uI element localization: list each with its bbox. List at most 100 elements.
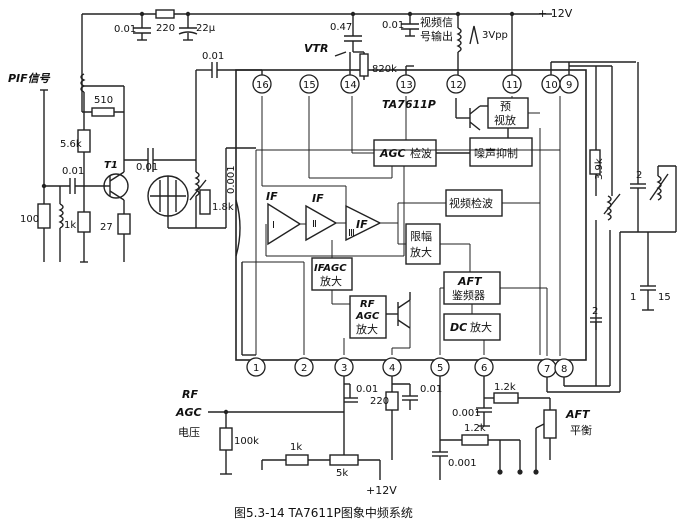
svg-text:12: 12 — [450, 80, 463, 91]
svg-text:16: 16 — [256, 80, 269, 91]
svg-text:15: 15 — [658, 292, 671, 303]
c-001-top-label: 0.01 — [114, 24, 136, 35]
svg-text:4: 4 — [389, 363, 395, 374]
svg-text:IF: IF — [312, 192, 324, 205]
svg-text:放大: 放大 — [320, 274, 342, 288]
svg-text:+12V: +12V — [366, 484, 397, 497]
block-aft: AFT 鉴频器 — [443, 271, 501, 305]
svg-text:2: 2 — [592, 306, 598, 317]
svg-text:1.2k: 1.2k — [494, 382, 516, 393]
pin-14: 14 — [340, 74, 360, 94]
block-pre-video-amp: 预 视放 — [455, 97, 529, 131]
svg-text:10: 10 — [545, 80, 558, 91]
svg-text:5: 5 — [437, 363, 443, 374]
svg-text:0.01: 0.01 — [382, 20, 404, 31]
svg-text:220: 220 — [370, 396, 389, 407]
svg-text:号输出: 号输出 — [420, 29, 453, 43]
svg-text:电压: 电压 — [178, 426, 200, 439]
pin-3: 3 — [334, 357, 354, 377]
svg-text:噪声抑制: 噪声抑制 — [474, 146, 518, 160]
aft-balance-circuit: 0.001 1.2k 1.2k 0.001 AFT 平衡 — [432, 376, 592, 480]
svg-text:平衡: 平衡 — [570, 424, 592, 437]
svg-text:0.01: 0.01 — [202, 51, 224, 62]
internal-wiring — [242, 96, 561, 356]
svg-text:IFAGC: IFAGC — [314, 263, 347, 274]
svg-text:视放: 视放 — [494, 113, 516, 127]
svg-text:510: 510 — [94, 95, 113, 106]
svg-text:0.001: 0.001 — [448, 458, 477, 469]
svg-text:9: 9 — [566, 80, 572, 91]
r-220-top-label: 220 — [156, 23, 175, 34]
svg-text:RF: RF — [182, 388, 198, 401]
svg-text:IF: IF — [356, 218, 368, 231]
supply-top-label: + 12V — [538, 7, 573, 20]
svg-text:1.8k: 1.8k — [212, 202, 234, 213]
svg-text:检波: 检波 — [410, 146, 432, 160]
pin-13: 13 — [396, 74, 416, 94]
ic-outline — [235, 69, 587, 361]
svg-text:1: 1 — [630, 292, 636, 303]
svg-text:AGC: AGC — [175, 406, 202, 419]
pin-8: 8 — [554, 358, 574, 378]
if-stage-1: IF Ⅰ — [266, 190, 302, 246]
svg-text:0.01: 0.01 — [356, 384, 378, 395]
if-stage-3: IF Ⅲ — [345, 204, 382, 242]
svg-text:AGC: AGC — [379, 147, 406, 160]
svg-text:RF: RF — [360, 299, 375, 310]
supply-rail-top: + 12V — [81, 7, 573, 112]
figure-caption: 图5.3-14 TA7611P图象中频系统 — [234, 505, 413, 520]
pin-6: 6 — [474, 357, 494, 377]
svg-text:3: 3 — [341, 363, 347, 374]
chip-name: TA7611P — [382, 98, 436, 111]
video-output: 0.01 视频信 号输出 3Vpp — [382, 14, 508, 75]
svg-text:限幅: 限幅 — [410, 230, 432, 243]
pin-2: 2 — [294, 357, 314, 377]
svg-text:0.01: 0.01 — [420, 384, 442, 395]
svg-text:AFT: AFT — [457, 275, 483, 288]
svg-text:Ⅲ: Ⅲ — [348, 228, 355, 239]
svg-text:5k: 5k — [336, 468, 348, 479]
right-tank-circuit: 3.9k 2 1 15 2 — [546, 61, 677, 393]
svg-text:0.001: 0.001 — [226, 165, 237, 194]
vtr-circuit: 0.47 VTR 820k — [304, 14, 397, 80]
block-dc-amp: DC 放大 — [443, 313, 501, 341]
pin-9: 9 — [559, 74, 579, 94]
svg-text:Ⅱ: Ⅱ — [312, 219, 317, 230]
svg-text:0.001: 0.001 — [452, 408, 481, 419]
svg-text:1k: 1k — [64, 220, 76, 231]
pin-5: 5 — [430, 357, 450, 377]
rf-agc-output: RF AGC 电压 100k 0.01 1k 5k +12V — [175, 376, 397, 497]
svg-text:视频检波: 视频检波 — [449, 196, 493, 210]
pin-7: 7 — [537, 358, 557, 378]
svg-text:15: 15 — [303, 80, 316, 91]
pin-10: 10 — [541, 74, 561, 94]
pin16-coupling: 0.01 — [195, 51, 263, 152]
svg-text:0.01: 0.01 — [62, 166, 84, 177]
svg-text:0.47: 0.47 — [330, 22, 352, 33]
pif-input: PIF信号 0.01 100 5.6k 1k T1 27 — [8, 72, 148, 263]
pin-11: 11 — [502, 74, 522, 94]
block-noise-suppress: 噪声抑制 — [469, 137, 533, 167]
top-filter: 0.01 220 22μ — [114, 9, 216, 41]
svg-text:1k: 1k — [290, 442, 302, 453]
svg-text:PIF信号: PIF信号 — [8, 72, 51, 85]
svg-text:5.6k: 5.6k — [60, 139, 82, 150]
svg-text:Ⅰ: Ⅰ — [272, 220, 275, 231]
svg-text:100: 100 — [20, 214, 39, 225]
svg-text:3.9k: 3.9k — [594, 158, 605, 180]
svg-text:11: 11 — [506, 80, 519, 91]
svg-text:100k: 100k — [234, 436, 259, 447]
pin-4: 4 — [382, 357, 402, 377]
svg-text:2: 2 — [301, 363, 307, 374]
pin1-circuit: 0.001 — [225, 147, 256, 356]
block-if-agc: IFAGC 放大 — [311, 257, 353, 291]
pin-15: 15 — [299, 74, 319, 94]
svg-text:3Vpp: 3Vpp — [482, 30, 508, 41]
svg-text:AGC: AGC — [355, 311, 380, 322]
svg-text:1.2k: 1.2k — [464, 423, 486, 434]
svg-text:AFT: AFT — [565, 408, 591, 421]
if-stage-2: IF Ⅱ — [305, 192, 338, 242]
svg-text:IF: IF — [266, 190, 278, 203]
svg-text:7: 7 — [544, 364, 550, 375]
